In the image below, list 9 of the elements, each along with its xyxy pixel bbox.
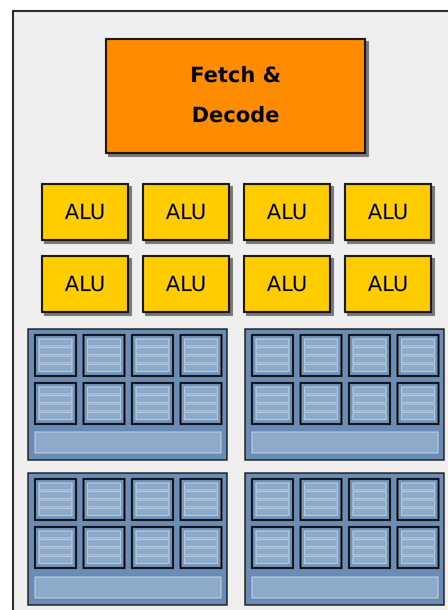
alu-box: ALU — [243, 255, 331, 313]
alu-box: ALU — [142, 183, 230, 241]
alu-box: ALU — [142, 255, 230, 313]
alu-box: ALU — [344, 183, 432, 241]
alu-box: ALU — [344, 255, 432, 313]
control-unit-box: Fetch & Decode — [105, 38, 366, 154]
alu-box: ALU — [243, 183, 331, 241]
alu-box: ALU — [41, 183, 129, 241]
alu-box: ALU — [41, 255, 129, 313]
